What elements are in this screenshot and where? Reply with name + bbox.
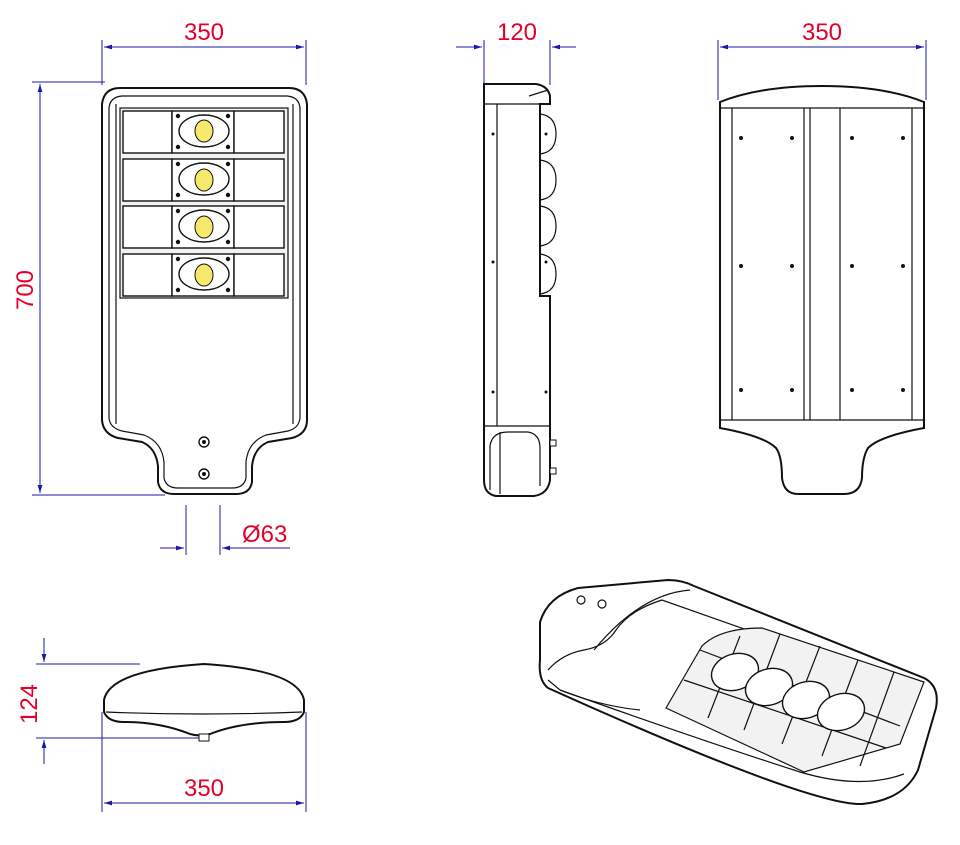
- led-chip-3: [194, 215, 214, 239]
- end-width-label: 350: [184, 775, 224, 802]
- front-height-dimension: 700: [12, 81, 165, 496]
- led-chip-1: [194, 119, 214, 143]
- back-housing-outline: [719, 84, 925, 495]
- back-width-dimension: 350: [717, 19, 927, 100]
- end-housing-outline: [103, 662, 305, 737]
- led-module-row-1: [122, 110, 285, 154]
- iso-lens-2: [744, 667, 794, 707]
- end-height-dimension: 124: [16, 638, 200, 764]
- front-width-dimension: 350: [101, 19, 307, 85]
- side-lens-1: [539, 113, 557, 155]
- end-width-dimension: 350: [101, 712, 307, 812]
- side-view: 120: [456, 19, 576, 497]
- front-view: 350 700 Ø63: [12, 19, 308, 555]
- iso-lens-1: [710, 652, 760, 692]
- led-chip-4: [194, 263, 214, 287]
- led-module-row-3: [122, 205, 285, 249]
- front-height-label: 700: [12, 270, 39, 310]
- pole-diameter-dimension: Ø63: [160, 505, 290, 555]
- back-width-label: 350: [802, 19, 842, 46]
- back-view: 350: [717, 19, 927, 495]
- iso-lens-3: [781, 680, 831, 720]
- pole-diameter-label: Ø63: [242, 521, 287, 548]
- front-width-label: 350: [184, 19, 224, 46]
- side-housing-outline: [483, 83, 551, 497]
- front-housing-inner: [108, 95, 301, 489]
- side-lens-2: [539, 159, 557, 201]
- led-module-row-4: [122, 253, 285, 297]
- led-module-row-2: [122, 158, 285, 202]
- end-height-label: 124: [16, 684, 43, 724]
- end-view: 124 350: [16, 638, 307, 812]
- side-depth-dimension: 120: [456, 19, 576, 85]
- iso-housing-outline: [538, 578, 938, 806]
- side-lens-3: [539, 205, 557, 247]
- front-housing-outline: [101, 87, 308, 495]
- isometric-view: [538, 578, 938, 806]
- iso-lens-4: [816, 692, 866, 732]
- led-chip-2: [194, 168, 214, 192]
- side-depth-label: 120: [497, 19, 537, 46]
- side-lens-4: [539, 253, 557, 295]
